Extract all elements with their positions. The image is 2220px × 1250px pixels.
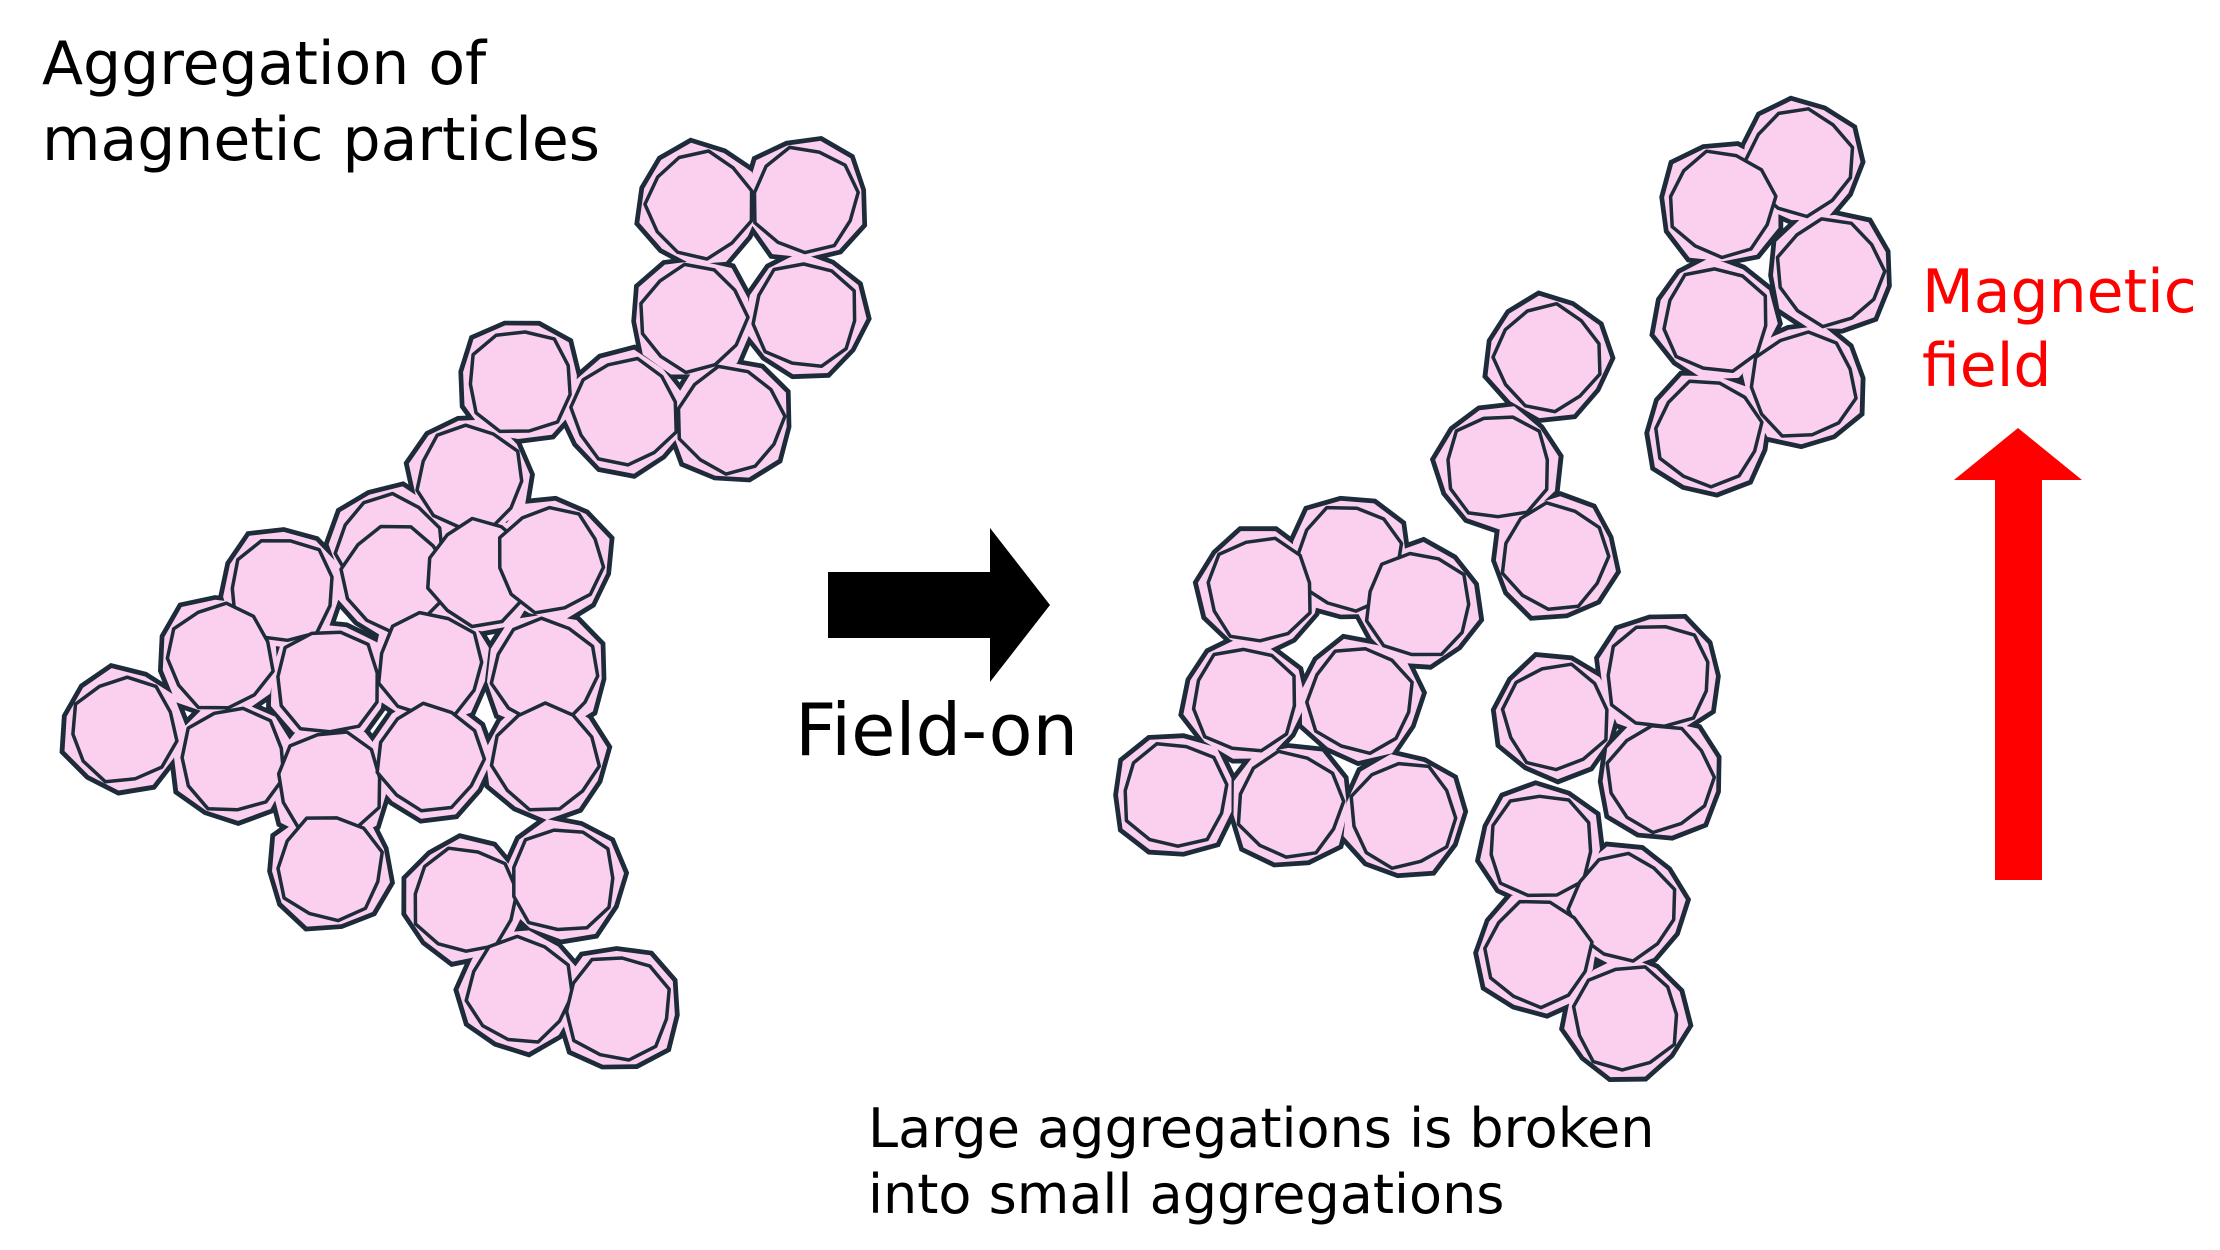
magnetic-field-label-line2: field <box>1922 331 2051 401</box>
magnetic-field-label-line1: Magnetic <box>1922 257 2197 327</box>
magnetic-particle <box>276 630 379 734</box>
magnetic-particle <box>489 701 602 812</box>
magnetic-particle <box>1654 379 1764 489</box>
magnetic-particle <box>1446 415 1550 519</box>
magnetic-particle <box>1483 899 1594 1010</box>
magnetic-particle <box>1566 851 1677 963</box>
magnetic-particle <box>1349 761 1458 870</box>
magnetic-particle <box>497 505 606 615</box>
magnetic-particle <box>639 262 750 375</box>
magnetic-particle <box>643 149 754 261</box>
magnetic-particle <box>1206 536 1312 643</box>
magnetic-particle <box>413 846 519 953</box>
magnetic-particle <box>752 145 860 255</box>
magnetic-particle <box>1489 794 1593 898</box>
magnetic-particle <box>230 539 334 643</box>
magnetic-particle <box>676 364 787 476</box>
aggregation-label-line1: Aggregation of <box>42 29 488 99</box>
magnetic-particle <box>1775 217 1887 329</box>
magnetic-particle <box>1123 742 1229 848</box>
magnetic-particle <box>569 356 678 467</box>
broken-caption-line1: Large aggregations is broken <box>868 1097 1655 1160</box>
magnetic-particle <box>1606 625 1710 728</box>
magnetic-particle <box>512 828 615 932</box>
field-on-arrow <box>828 528 1050 682</box>
magnetic-particle <box>1236 749 1346 859</box>
magnetic-particle <box>1364 551 1471 657</box>
magnetic-particle <box>71 675 179 784</box>
broken-caption-line2: into small aggregations <box>868 1163 1504 1226</box>
particles <box>71 107 1887 1072</box>
field-on-label: Field-on <box>795 688 1078 772</box>
magnetic-particle <box>468 330 572 434</box>
magnetic-particle <box>1491 301 1602 414</box>
magnetic-particle <box>1668 149 1778 260</box>
magnetic-field-arrow <box>1954 428 2082 880</box>
aggregation-label-line2: magnetic particles <box>42 105 600 175</box>
magnetic-particle <box>564 956 671 1062</box>
magnetic-particle <box>1749 330 1858 438</box>
magnetic-particle <box>1191 647 1297 753</box>
magnetic-particle <box>276 816 384 923</box>
magnetic-particle <box>1662 267 1768 374</box>
magnetic-particle <box>376 610 484 717</box>
magnetic-particle <box>415 423 524 532</box>
magnetic-particle <box>1500 662 1609 772</box>
magnetic-particle <box>1500 501 1611 611</box>
magnetic-particle <box>1605 724 1717 835</box>
magnetic-particle <box>375 701 487 813</box>
magnetic-particle <box>165 601 275 710</box>
magnetic-particle <box>751 262 857 368</box>
magnetic-particle <box>1305 646 1414 756</box>
magnetic-particle <box>1571 965 1679 1072</box>
magnetic-particle <box>180 706 286 812</box>
